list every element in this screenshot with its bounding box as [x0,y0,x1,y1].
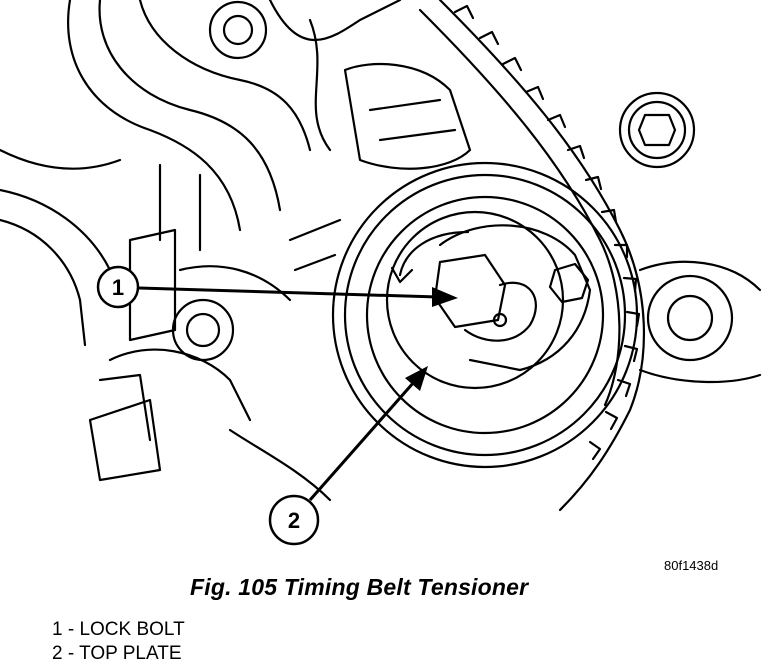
engine-outline [88,398,162,482]
bolt-boss [646,274,734,362]
engine-outline [308,18,332,152]
top-plate [438,224,592,372]
bolt-boss [222,14,254,46]
top-plate-hex [548,262,590,304]
engine-outline [0,148,122,170]
engine-outline [67,0,242,232]
callout-legend: 1 - LOCK BOLT 2 - TOP PLATE [52,618,185,666]
timing-belt [438,0,646,512]
engine-outline [0,188,112,272]
adjust-arrow [398,230,470,277]
legend-item-lock-bolt: 1 - LOCK BOLT [52,619,185,640]
tensioner-pulley-inner [365,195,605,435]
tensioner-pulley-rim [343,173,627,457]
pin-hole [492,312,508,328]
legend-item-top-plate: 2 - TOP PLATE [52,643,182,664]
bolt-boss [666,294,714,342]
engine-outline [343,62,472,170]
engine-outline [108,348,252,422]
bolt-boss [185,312,221,348]
callout-2: 2 [268,366,428,546]
engine-outline [638,368,762,384]
engine-outline [228,428,332,502]
belt-teeth [453,4,641,461]
engine-outline [268,0,402,42]
engine-outline [288,218,342,272]
bolt-boss [618,91,696,169]
figure-reference-code: 80f1438d [664,558,719,573]
tensioner-hub [385,210,565,390]
engine-outline [98,0,282,212]
figure-caption: Fig. 105 Timing Belt Tensioner [190,574,529,600]
bolt-boss [171,298,235,362]
adjust-arrow-head [390,266,414,284]
engine-outline [368,98,457,142]
bolt-boss [627,100,687,160]
callout-2-number: 2 [288,508,300,533]
bolt-boss [208,0,268,60]
engine-outline [638,260,762,292]
lock-bolt-slot [463,281,537,342]
engine-outline [98,373,152,442]
tensioner-pulley-outer [331,161,639,469]
callout-1: 1 [96,265,458,309]
callout-1-number: 1 [112,275,124,300]
hex-bolt-head [637,113,677,147]
engine-outline [178,265,292,302]
engine-outline [128,228,177,342]
engine-outline [158,163,202,252]
engine-outline [0,218,87,347]
engine-outline [138,0,312,152]
